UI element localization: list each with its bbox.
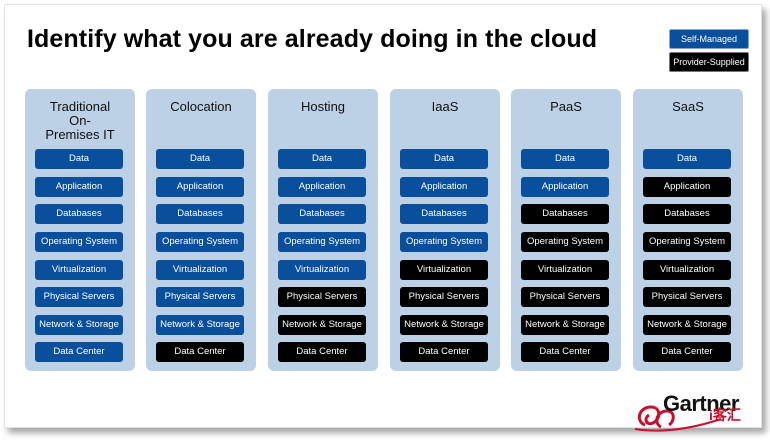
layer-network-storage: Network & Storage: [521, 315, 609, 335]
layer-databases: Databases: [278, 204, 366, 224]
layer-virtualization: Virtualization: [521, 260, 609, 280]
layer-physical-servers: Physical Servers: [156, 287, 244, 307]
column-title: PaaS: [550, 99, 582, 114]
layer-application: Application: [521, 177, 609, 197]
layer-application: Application: [643, 177, 731, 197]
layer-network-storage: Network & Storage: [643, 315, 731, 335]
layer-data-center: Data Center: [643, 342, 731, 362]
legend-self-managed: Self-Managed: [669, 29, 749, 49]
layer-databases: Databases: [643, 204, 731, 224]
layer-application: Application: [35, 177, 123, 197]
layer-data: Data: [35, 149, 123, 169]
slide-title: Identify what you are already doing in t…: [27, 25, 598, 53]
layer-operating-system: Operating System: [35, 232, 123, 252]
layer-operating-system: Operating System: [156, 232, 244, 252]
column-title: Colocation: [170, 99, 232, 114]
layer-network-storage: Network & Storage: [400, 315, 488, 335]
layer-virtualization: Virtualization: [156, 260, 244, 280]
layer-physical-servers: Physical Servers: [400, 287, 488, 307]
layer-physical-servers: Physical Servers: [643, 287, 731, 307]
layer-virtualization: Virtualization: [643, 260, 731, 280]
logo-swirl-icon: [634, 405, 722, 432]
layer-operating-system: Operating System: [521, 232, 609, 252]
slide: Identify what you are already doing in t…: [4, 4, 762, 432]
layer-data-center: Data Center: [400, 342, 488, 362]
layer-physical-servers: Physical Servers: [278, 287, 366, 307]
column-title: Hosting: [300, 99, 346, 114]
layer-data: Data: [400, 149, 488, 169]
layer-network-storage: Network & Storage: [156, 315, 244, 335]
layer-databases: Databases: [156, 204, 244, 224]
layer-data: Data: [156, 149, 244, 169]
layer-data: Data: [643, 149, 731, 169]
layer-data-center: Data Center: [35, 342, 123, 362]
layer-application: Application: [400, 177, 488, 197]
layer-physical-servers: Physical Servers: [521, 287, 609, 307]
layer-databases: Databases: [400, 204, 488, 224]
column-title: Traditional On-Premises IT: [45, 99, 115, 142]
layer-virtualization: Virtualization: [35, 260, 123, 280]
layer-databases: Databases: [35, 204, 123, 224]
layer-data: Data: [521, 149, 609, 169]
layer-data: Data: [278, 149, 366, 169]
logo-gartner-text: Gartner: [663, 391, 739, 416]
layer-data-center: Data Center: [278, 342, 366, 362]
layer-physical-servers: Physical Servers: [35, 287, 123, 307]
layer-virtualization: Virtualization: [400, 260, 488, 280]
column-title: IaaS: [431, 99, 459, 114]
layer-network-storage: Network & Storage: [35, 315, 123, 335]
layer-data-center: Data Center: [156, 342, 244, 362]
logo-watermark-text: i客汇: [709, 407, 741, 423]
gartner-logo: Gartner i客汇: [631, 389, 757, 433]
layer-network-storage: Network & Storage: [278, 315, 366, 335]
column-title: SaaS: [672, 99, 704, 114]
layer-operating-system: Operating System: [278, 232, 366, 252]
layer-application: Application: [156, 177, 244, 197]
layer-application: Application: [278, 177, 366, 197]
layer-data-center: Data Center: [521, 342, 609, 362]
layer-virtualization: Virtualization: [278, 260, 366, 280]
legend-provider-supplied: Provider-Supplied: [669, 52, 749, 72]
layer-operating-system: Operating System: [643, 232, 731, 252]
layer-operating-system: Operating System: [400, 232, 488, 252]
layer-databases: Databases: [521, 204, 609, 224]
